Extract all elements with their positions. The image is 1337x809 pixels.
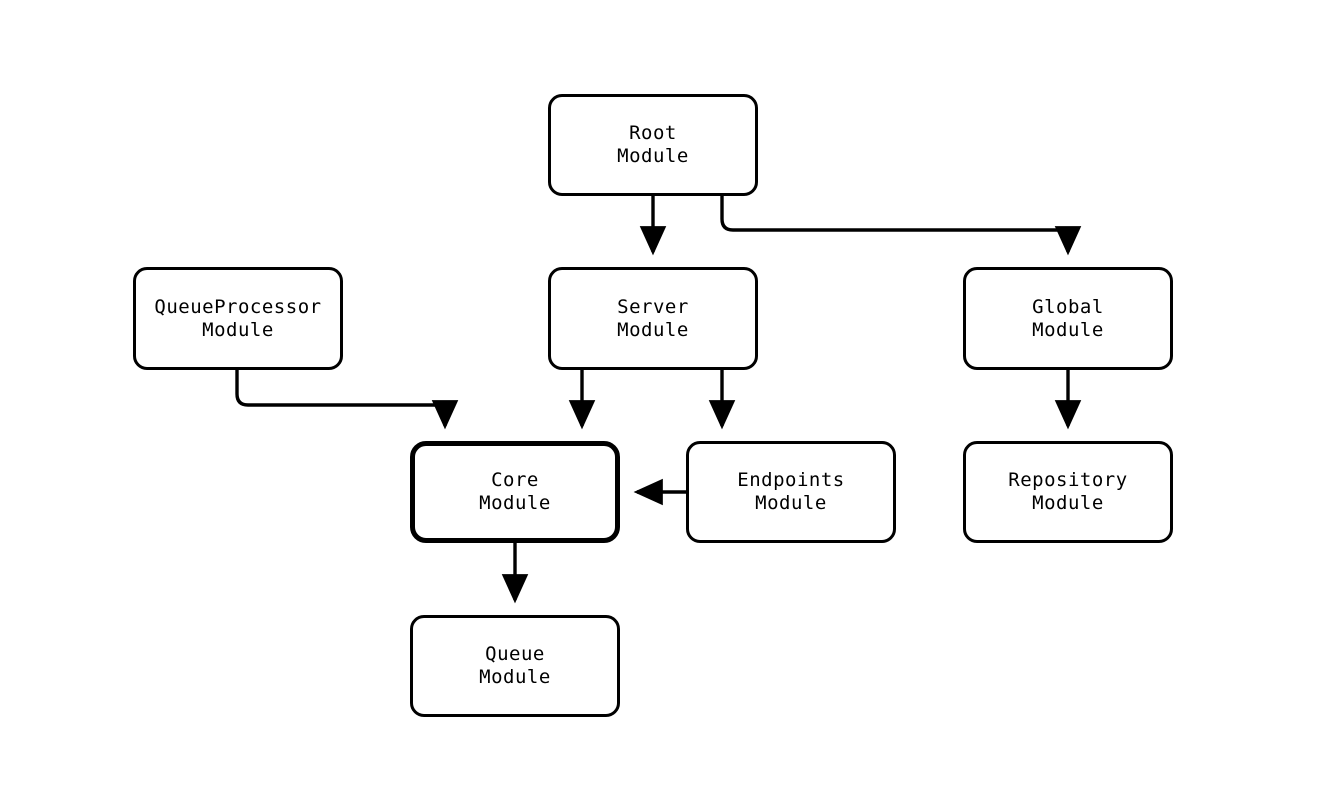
node-queueprocessor-module[interactable]: QueueProcessor Module xyxy=(133,267,343,370)
node-queue-module-suffix: Module xyxy=(479,666,551,688)
node-core-module-name: Core xyxy=(491,469,539,491)
node-queueprocessor-module-suffix: Module xyxy=(202,318,274,341)
node-core-module[interactable]: Core Module xyxy=(410,441,620,543)
node-root-module-suffix: Module xyxy=(617,145,689,167)
node-repository-module-suffix: Module xyxy=(1032,492,1104,514)
node-queue-module-name: Queue xyxy=(485,643,545,665)
node-repository-module-name: Repository xyxy=(1008,469,1128,491)
node-endpoints-module[interactable]: Endpoints Module xyxy=(686,441,896,543)
node-core-module-suffix: Module xyxy=(479,492,551,514)
node-global-module[interactable]: Global Module xyxy=(963,267,1173,370)
node-root-module[interactable]: Root Module xyxy=(548,94,758,196)
node-server-module-suffix: Module xyxy=(617,318,689,341)
edge-root-global xyxy=(720,196,1082,256)
node-queueprocessor-module-name: QueueProcessor xyxy=(154,295,322,318)
node-global-module-suffix: Module xyxy=(1032,318,1104,341)
node-global-module-name: Global xyxy=(1032,295,1104,318)
node-server-module-name: Server xyxy=(617,295,689,318)
node-endpoints-module-suffix: Module xyxy=(755,492,827,514)
edge-queueprocessor-core xyxy=(235,370,459,430)
node-queue-module[interactable]: Queue Module xyxy=(410,615,620,717)
node-root-module-name: Root xyxy=(629,122,677,144)
node-repository-module[interactable]: Repository Module xyxy=(963,441,1173,543)
node-endpoints-module-name: Endpoints xyxy=(737,469,845,491)
node-server-module[interactable]: Server Module xyxy=(548,267,758,370)
